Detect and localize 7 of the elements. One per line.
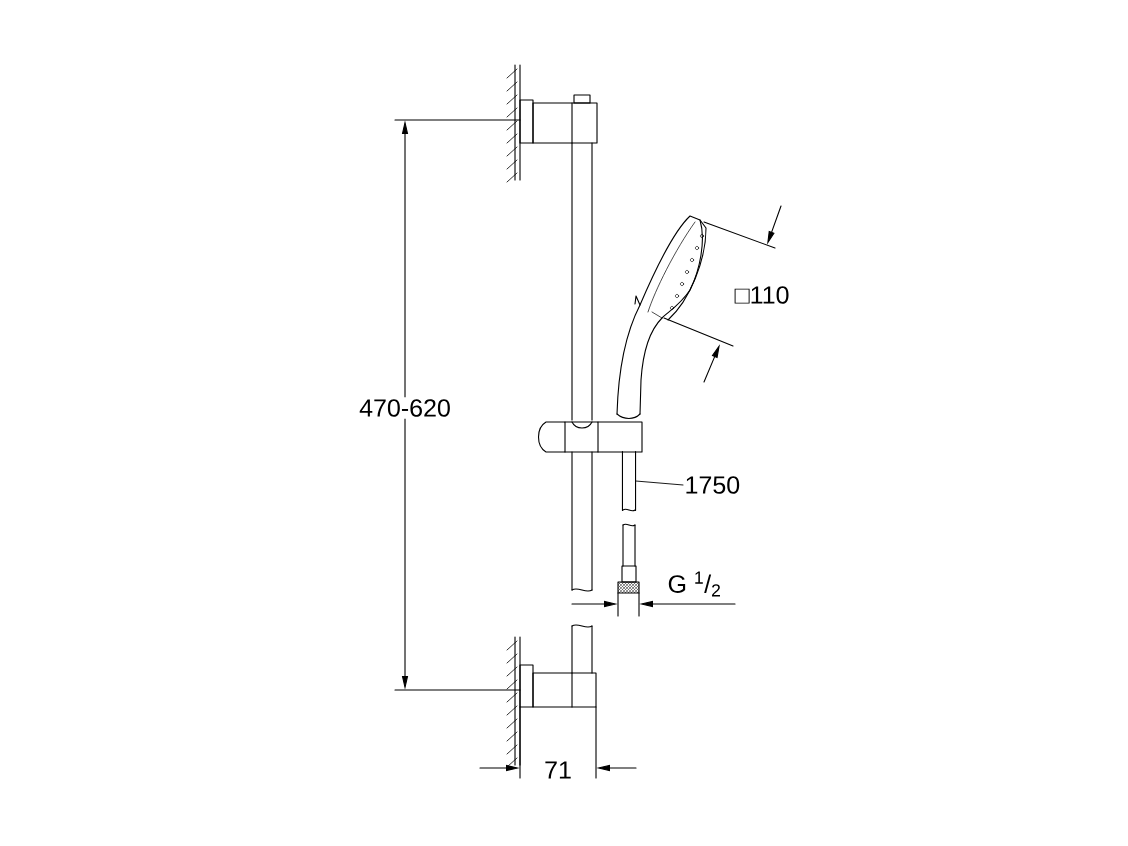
dimension-label: □110 bbox=[734, 286, 789, 304]
dimension-label: 1750 bbox=[686, 476, 740, 494]
dimension-label: 71 bbox=[545, 761, 571, 779]
hose bbox=[621, 450, 637, 512]
leader-line bbox=[635, 480, 684, 486]
dimension-label: 470-620 bbox=[357, 397, 453, 419]
dimension-label: G $^{1}$/$_{2}$ bbox=[668, 571, 720, 597]
